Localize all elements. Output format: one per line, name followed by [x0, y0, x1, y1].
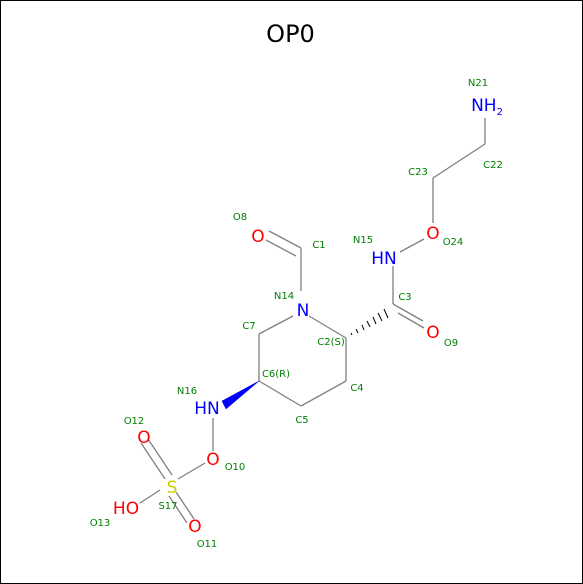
label-c6: C6(R) — [262, 369, 290, 380]
atom-o8: O — [251, 227, 264, 247]
bond-o10-s17 — [177, 462, 206, 480]
bond-c1-o8-a — [268, 230, 302, 249]
label-c22: C22 — [483, 160, 503, 171]
bond-s17-o11-a — [175, 491, 195, 520]
atom-s17: S — [167, 478, 178, 498]
bond-s17-o12-a — [147, 438, 173, 476]
label-c7: C7 — [242, 321, 255, 332]
label-c3: C3 — [398, 292, 411, 303]
atom-n14: N — [297, 301, 310, 321]
label-o10: O10 — [225, 462, 246, 473]
atom-o11: O — [188, 517, 201, 537]
atom-hn15: HN — [371, 249, 397, 269]
bond-o24-n15 — [399, 238, 425, 253]
bond-s17-o11-b — [168, 495, 188, 524]
bond-c4-c5 — [300, 380, 347, 407]
label-n16: N16 — [177, 386, 197, 397]
label-c1: C1 — [312, 240, 325, 251]
label-o8: O8 — [233, 212, 247, 223]
atom-nh2: NH2 — [471, 96, 503, 118]
label-n14: N14 — [274, 291, 294, 302]
label-o24: O24 — [443, 237, 464, 248]
bond-c3-o9-a — [392, 303, 424, 322]
label-s17: S17 — [158, 501, 177, 512]
label-n15: N15 — [353, 235, 373, 246]
atom-o24: O — [426, 224, 439, 244]
atom-o12: O — [137, 428, 150, 448]
label-n21: N21 — [468, 78, 488, 89]
label-o9: O9 — [444, 338, 458, 349]
bond-c5-c6 — [258, 380, 302, 407]
bonds — [139, 118, 486, 524]
bond-s17-o12-b — [140, 442, 166, 480]
bond-n14-c2 — [308, 315, 347, 339]
atom-o9: O — [426, 323, 439, 343]
label-c5: C5 — [295, 415, 308, 426]
atom-ho13: HO — [113, 499, 139, 519]
label-c23: C23 — [408, 167, 428, 178]
label-o12: O12 — [124, 416, 145, 427]
bond-c3-o9-b — [397, 312, 425, 329]
molecule-title: OP0 — [266, 20, 315, 48]
label-c2: C2(S) — [317, 337, 345, 348]
label-o11: O11 — [197, 539, 218, 550]
bond-n14-c7 — [258, 315, 294, 335]
bond-s17-o13 — [139, 489, 161, 504]
label-c4: C4 — [350, 383, 363, 394]
hashed-wedge-c2-c3 — [350, 308, 389, 336]
atom-hn16: HN — [194, 399, 220, 419]
label-o13: O13 — [90, 518, 111, 529]
bond-c1-o8-b — [265, 239, 297, 257]
solid-wedge-c6-n16 — [221, 380, 260, 410]
atom-o10: O — [206, 450, 219, 470]
bond-c22-c23 — [432, 143, 486, 179]
